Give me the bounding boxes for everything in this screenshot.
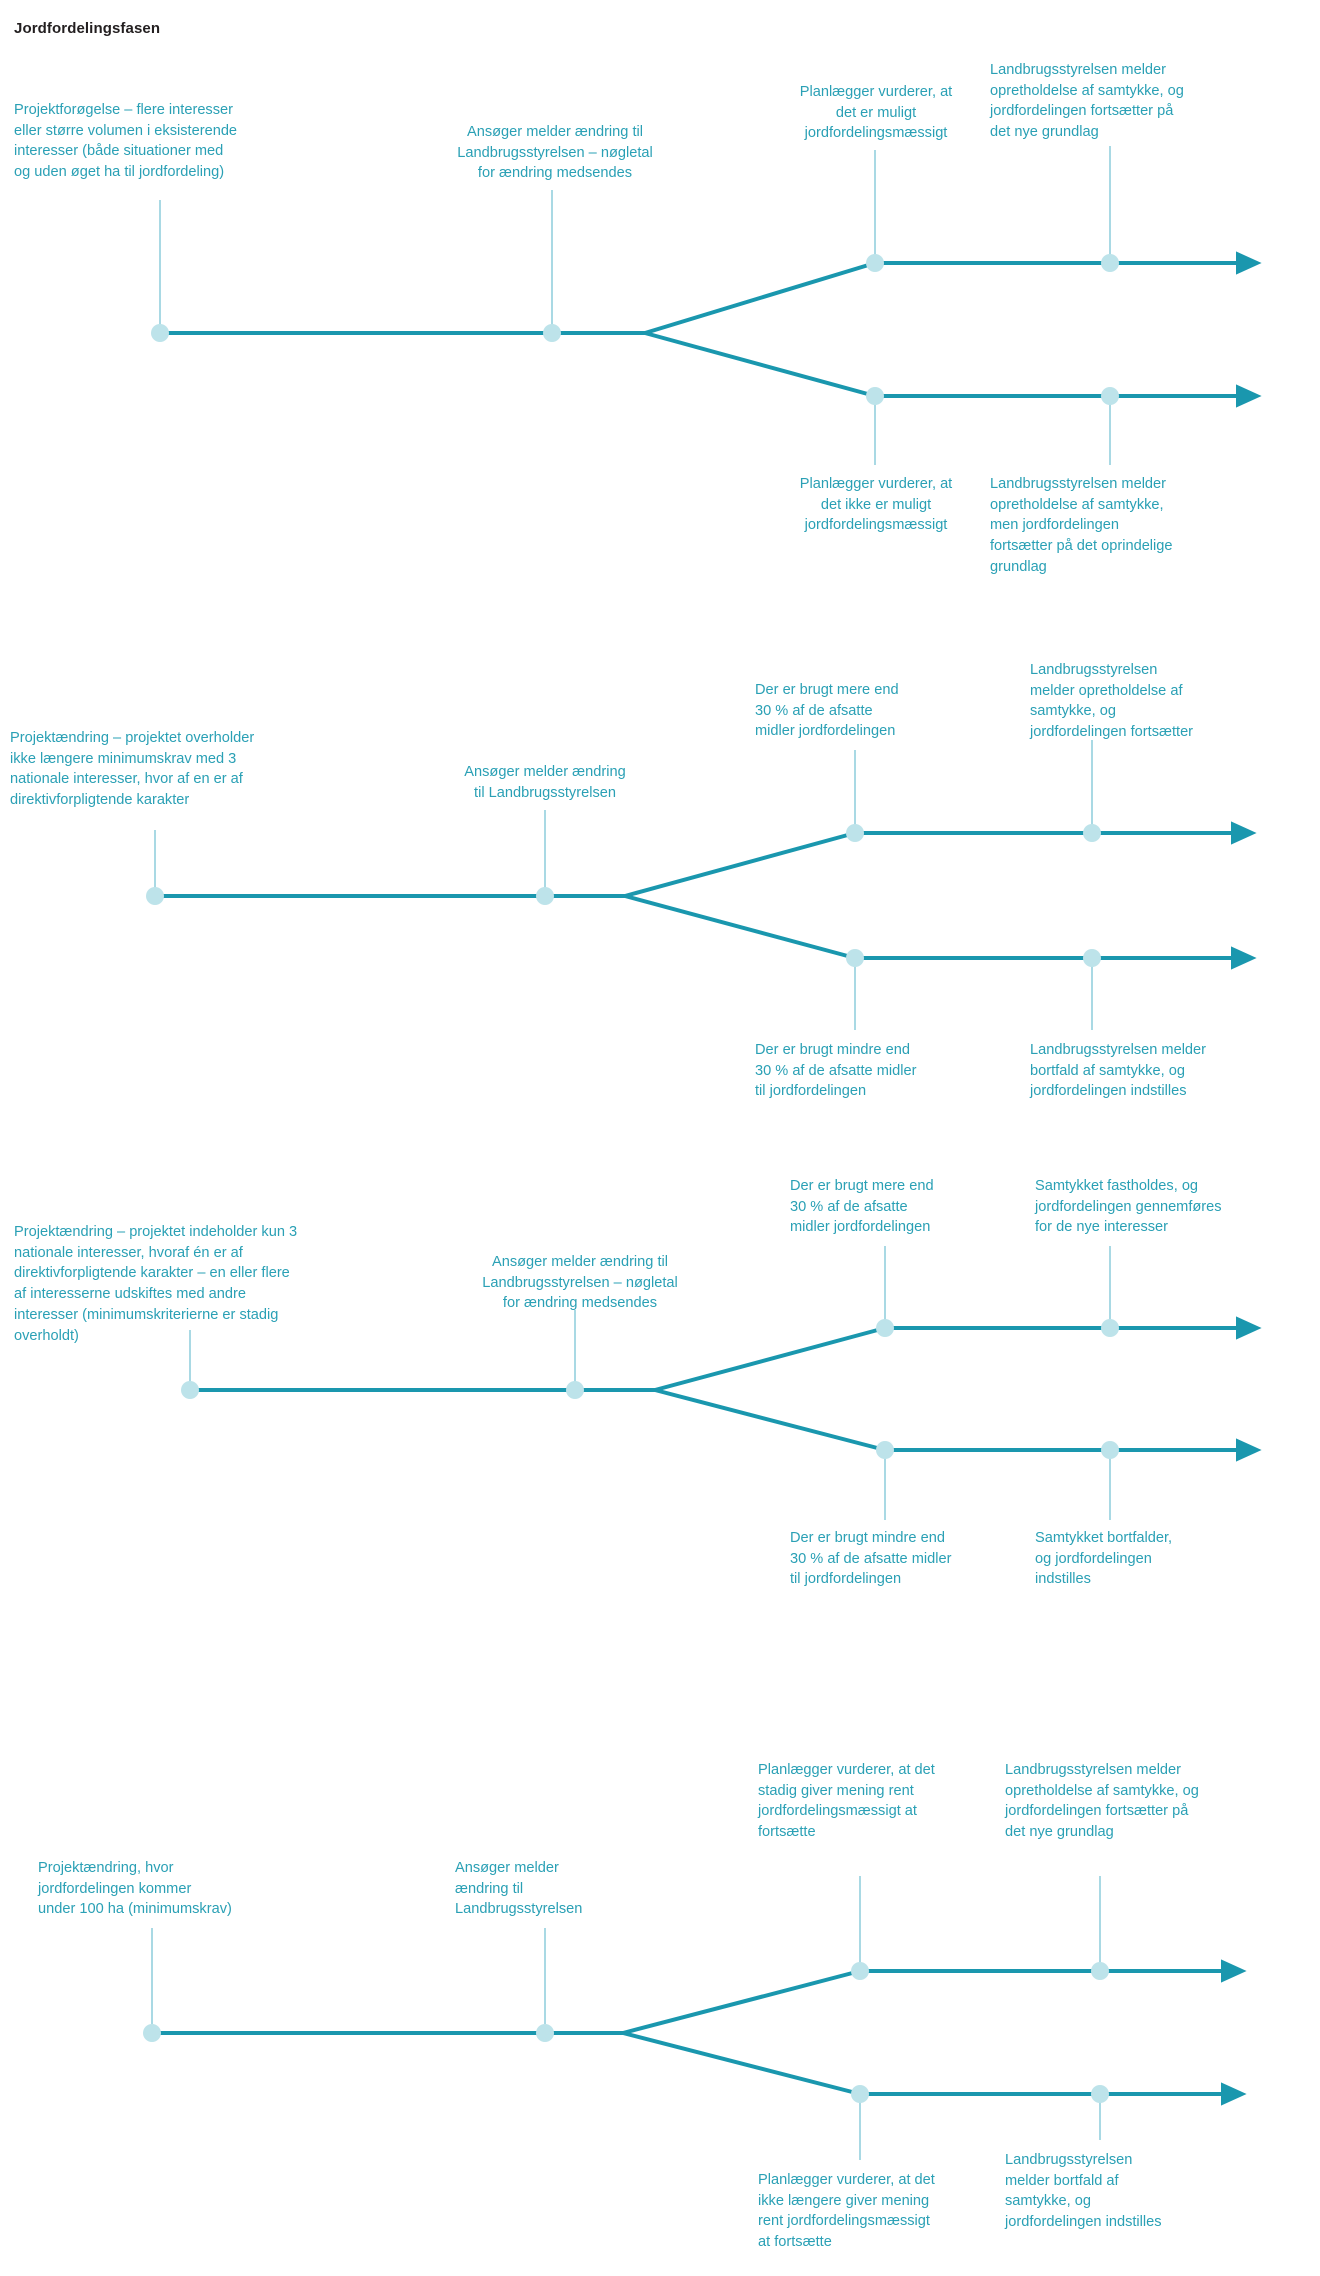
section-1-label-outcome-upper: Landbrugsstyrelsen melder opretholdelse …: [990, 62, 1184, 141]
section-1-fork-upper: [644, 261, 876, 335]
section-1-graph: [151, 146, 1262, 465]
section-3-fork-upper: [654, 1326, 886, 1392]
section-3-node-outcome-lower: [1101, 1441, 1119, 1459]
section-1-node-step: [543, 324, 561, 342]
section-4-label-step: Ansøger melder ændring til Landbrugsstyr…: [455, 1860, 583, 1918]
section-4-node-start: [143, 2024, 161, 2042]
section-2-fork-lower: [624, 894, 856, 960]
section-3-node-branch-lower: [876, 1441, 894, 1459]
section-3-node-start: [181, 1381, 199, 1399]
section-4-label-outcome-lower: Landbrugsstyrelsen melder bortfald af sa…: [1005, 2152, 1162, 2231]
section-2-label-outcome-lower: Landbrugsstyrelsen melder bortfald af sa…: [1030, 1042, 1207, 1100]
section-2-label-condition-lower: Der er brugt mindre end 30 % af de afsat…: [755, 1042, 917, 1100]
section-2-node-branch-upper: [846, 824, 864, 842]
section-4-label-outcome-upper: Landbrugsstyrelsen melder opretholdelse …: [1005, 1762, 1199, 1841]
section-3-label-condition-upper: Der er brugt mere end 30 % af de afsatte…: [790, 1178, 934, 1236]
section-2-label-start: Projektændring – projektet overholder ik…: [10, 730, 255, 809]
section-2-node-start: [146, 887, 164, 905]
section-2-fork-upper: [624, 831, 856, 898]
section-2-label-outcome-upper: Landbrugsstyrelsen melder opretholdelse …: [1030, 662, 1194, 741]
section-1-node-outcome-upper: [1101, 254, 1119, 272]
section-1-label-step: Ansøger melder ændring til Landbrugsstyr…: [457, 124, 653, 182]
section-4-node-branch-lower: [851, 2085, 869, 2103]
section-3-node-branch-upper: [876, 1319, 894, 1337]
section-1-label-condition-lower: Planlægger vurderer, at det ikke er muli…: [799, 476, 953, 534]
page-title: Jordfordelingsfasen: [14, 20, 161, 38]
section-3-label-outcome-lower: Samtykket bortfalder, og jordfordelingen…: [1035, 1530, 1173, 1588]
section-2-label-step: Ansøger melder ændring til Landbrugsstyr…: [464, 764, 626, 801]
section-3-fork-lower: [654, 1388, 886, 1452]
section-4-node-branch-upper: [851, 1962, 869, 1980]
section-2-node-outcome-upper: [1083, 824, 1101, 842]
section-3-label-step: Ansøger melder ændring til Landbrugsstyr…: [482, 1254, 678, 1312]
section-4-label-start: Projektændring, hvor jordfordelingen kom…: [38, 1860, 232, 1918]
section-3-node-step: [566, 1381, 584, 1399]
section-1-node-branch-upper: [866, 254, 884, 272]
section-4-node-outcome-lower: [1091, 2085, 1109, 2103]
section-2-node-outcome-lower: [1083, 949, 1101, 967]
section-4-label-condition-lower: Planlægger vurderer, at det ikke længere…: [758, 2172, 935, 2251]
section-4-node-step: [536, 2024, 554, 2042]
section-2-label-condition-upper: Der er brugt mere end 30 % af de afsatte…: [755, 682, 899, 740]
section-1-node-branch-lower: [866, 387, 884, 405]
section-1-label-start: Projektforøgelse – flere interesser elle…: [14, 102, 238, 181]
section-4-fork-upper: [622, 1969, 861, 2035]
section-3-label-condition-lower: Der er brugt mindre end 30 % af de afsat…: [790, 1530, 952, 1588]
section-2-node-step: [536, 887, 554, 905]
section-3-label-outcome-upper: Samtykket fastholdes, og jordfordelingen…: [1035, 1178, 1222, 1236]
section-1-node-outcome-lower: [1101, 387, 1119, 405]
section-1-label-outcome-lower: Landbrugsstyrelsen melder opretholdelse …: [990, 476, 1173, 575]
section-4-fork-lower: [622, 2031, 861, 2096]
section-1-node-start: [151, 324, 169, 342]
section-2-node-branch-lower: [846, 949, 864, 967]
section-4-label-condition-upper: Planlægger vurderer, at det stadig giver…: [758, 1762, 935, 1841]
section-1-fork-lower: [644, 331, 876, 398]
section-4-node-outcome-upper: [1091, 1962, 1109, 1980]
section-1-label-condition-upper: Planlægger vurderer, at det er muligt jo…: [799, 84, 953, 142]
section-3-node-outcome-upper: [1101, 1319, 1119, 1337]
section-3-label-start: Projektændring – projektet indeholder ku…: [14, 1224, 298, 1344]
